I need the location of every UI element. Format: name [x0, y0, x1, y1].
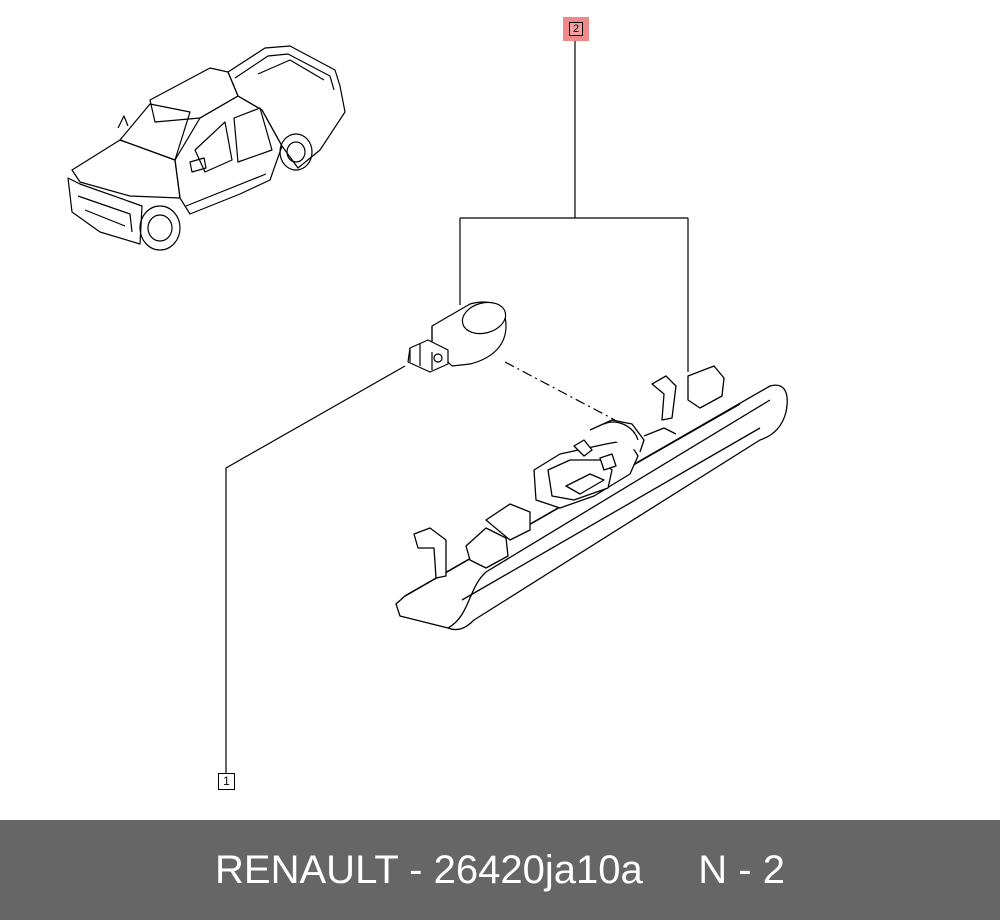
callout-part-2: 2 — [563, 17, 589, 41]
callout-part-2-label: 2 — [569, 22, 583, 36]
parts-diagram — [67, 40, 788, 775]
part-number-footer: RENAULT - 26420ja10a N - 2 — [0, 820, 1000, 920]
stop-lamp-housing — [395, 365, 788, 631]
callout-part-1: 1 — [218, 773, 235, 790]
bulb-part — [407, 301, 507, 373]
vehicle-illustration — [67, 45, 346, 251]
leader-lines — [225, 40, 689, 775]
